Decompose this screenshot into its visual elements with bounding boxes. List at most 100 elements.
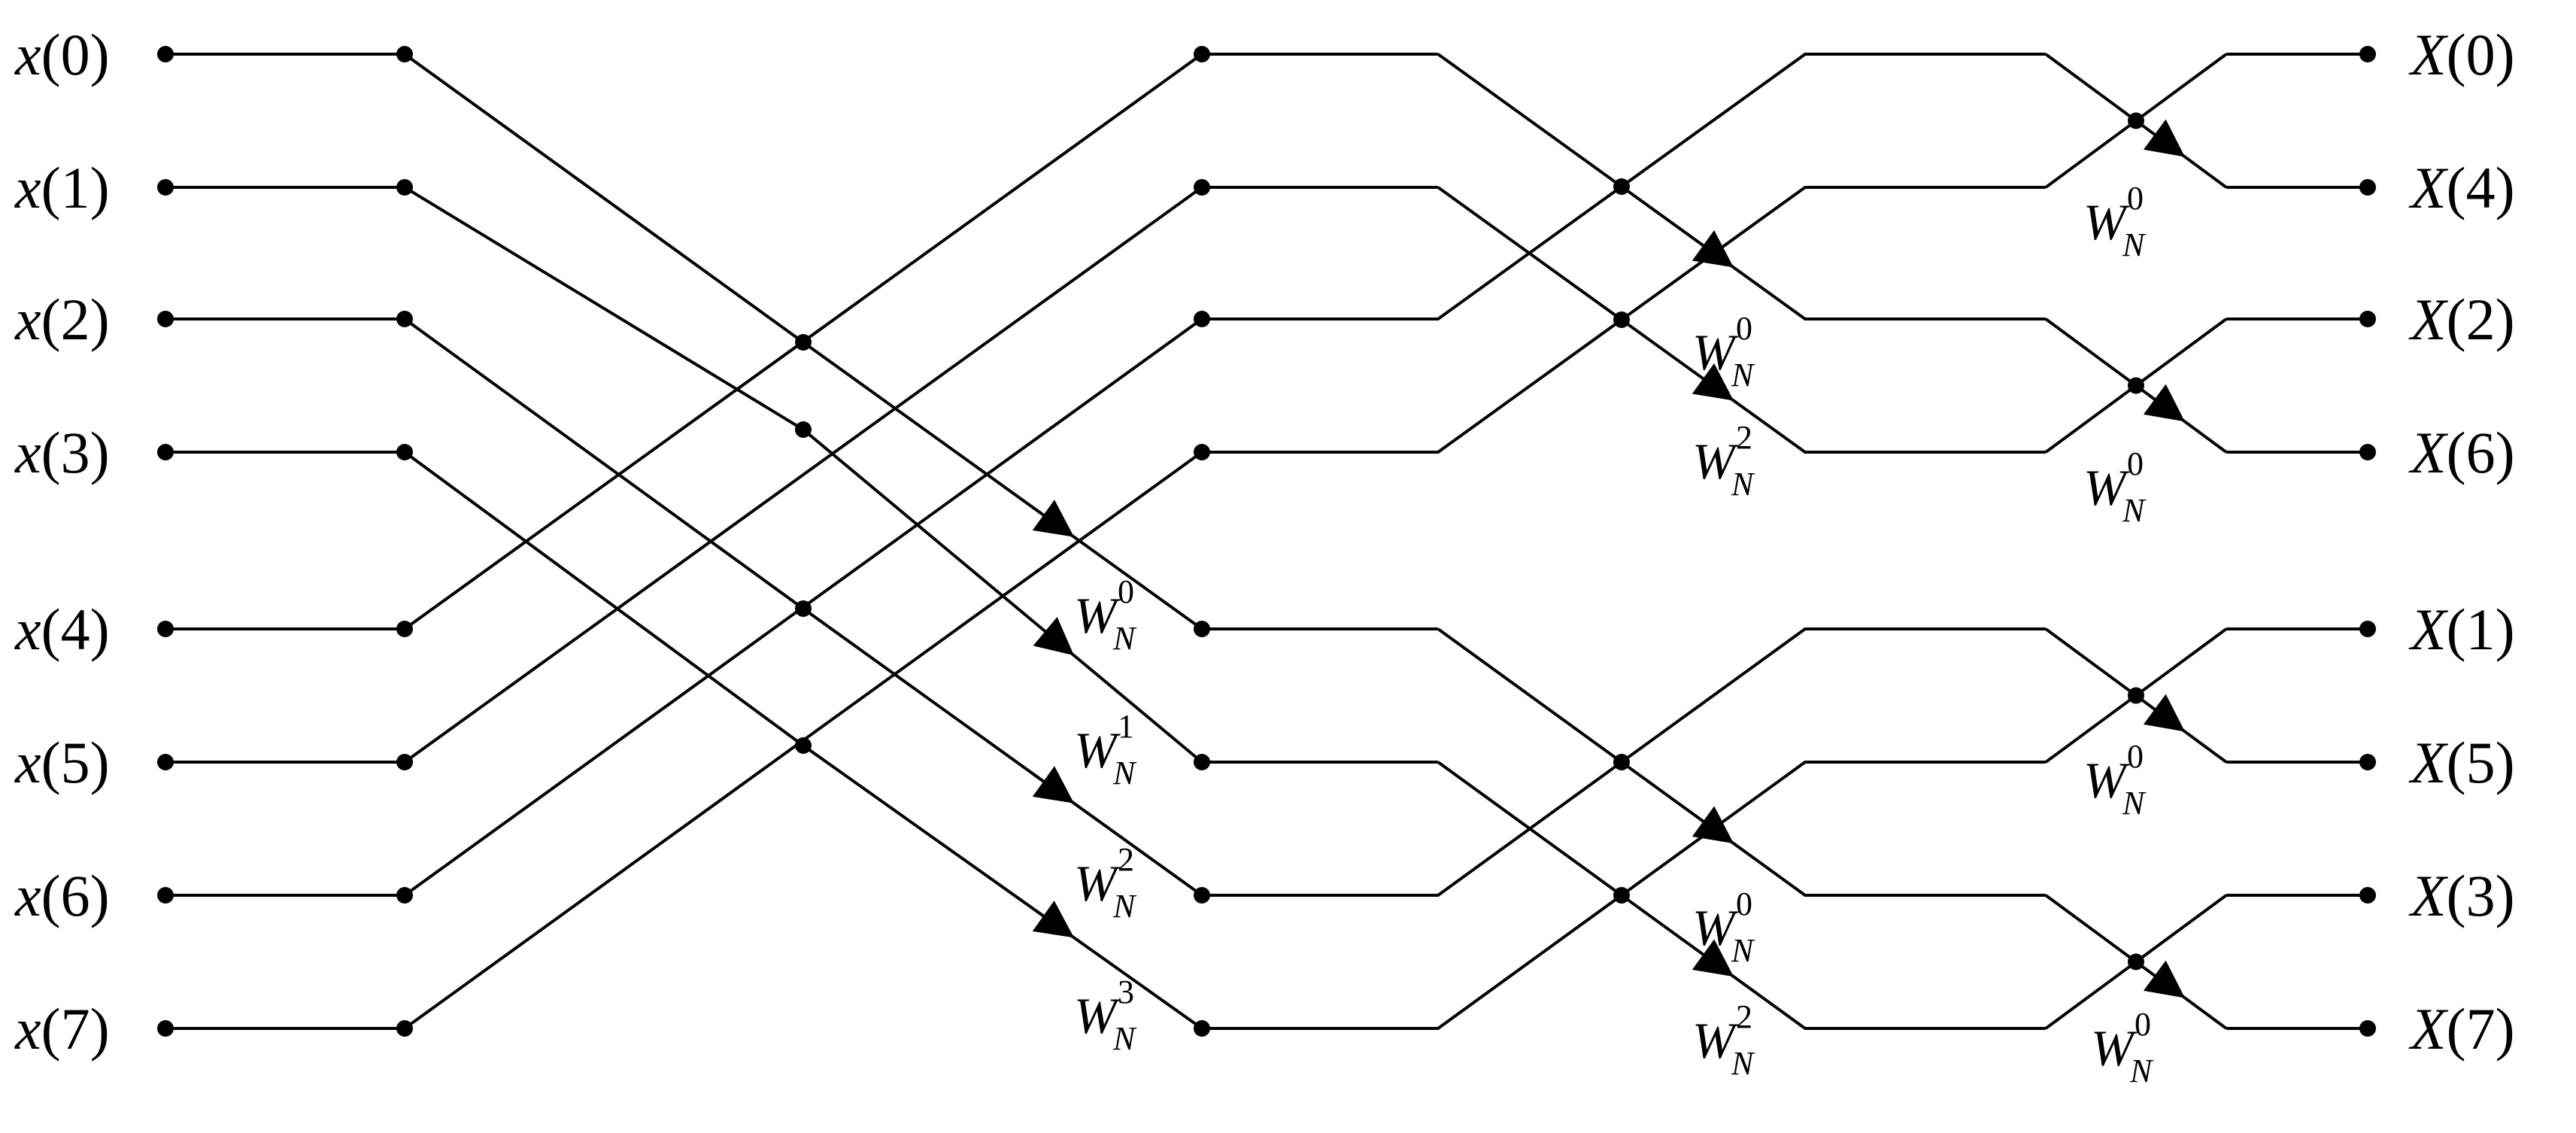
output-label: X(2) [2408,287,2515,352]
input-node [157,621,174,637]
stage2-downward-line [1437,186,1623,321]
svg-text:0: 0 [1736,885,1752,922]
output-node [2359,1020,2376,1037]
stage3-twiddle-arrow [2135,384,2186,424]
stage2-downward-line [1732,975,2046,1030]
svg-text:N: N [1112,620,1137,657]
signal-nodes [157,46,2376,1037]
stage2-node [1194,887,1210,904]
svg-text:0: 0 [2127,738,2144,775]
svg-text:W: W [2083,752,2130,809]
stage1-crossing-node [795,600,812,617]
stage1-twiddle-arrow [802,341,1076,539]
stage2-node [1194,754,1210,770]
stage2-node [1194,179,1210,196]
output-label: X(3) [2408,863,2515,928]
svg-text:N: N [1112,888,1137,925]
stage3-downward-line [2044,53,2138,123]
input-label: x(3) [14,420,110,485]
svg-text:N: N [2122,785,2147,822]
stage3-downward-line [2183,420,2228,454]
svg-text:N: N [1112,755,1137,791]
svg-text:N: N [2129,1053,2154,1089]
input-label: x(1) [14,155,110,220]
stage1-downward-line [403,317,805,610]
svg-text:0: 0 [1736,310,1752,347]
stage1-node [396,887,413,904]
input-node [157,46,174,62]
stage1-twiddle-arrow [802,607,1076,805]
stage3-crossing-node [2128,953,2144,970]
stage1-node [396,621,413,637]
stage1-downward-line [1073,536,1203,630]
svg-text:W: W [1692,899,1739,956]
stage2-crossing-node [1613,178,1630,195]
svg-text:N: N [1731,1045,1755,1082]
stage1-downward-line [1073,802,1203,897]
stage2-downward-line [1437,627,1623,764]
stage3-downward-line [2183,155,2228,189]
stage2-downward-line [1437,761,1623,897]
stage3-twiddle-arrow [2135,694,2186,734]
svg-text:W: W [1074,721,1121,779]
io-labels: x(0)x(1)x(2)x(3)x(4)x(5)x(6)x(7)X(0)X(4)… [14,22,2515,1062]
stage1-crossing-node [795,737,812,754]
signal-flow-lines [165,53,2368,1030]
stage2-node [1194,1020,1210,1037]
output-node [2359,887,2376,904]
svg-text:N: N [1731,357,1755,393]
output-node [2359,179,2376,196]
stage1-twiddle-arrow [802,744,1076,940]
input-node [157,179,174,196]
input-label: x(2) [14,287,110,352]
stage1-node [396,179,413,196]
svg-text:W: W [2083,193,2130,251]
stage2-downward-line [1732,266,2046,320]
stage1-node [396,1020,413,1037]
stage3-downward-line [2183,996,2228,1030]
svg-text:W: W [1692,323,1739,381]
output-label: X(4) [2408,155,2515,220]
stage2-twiddle-arrow [1620,894,1735,978]
stage3-crossing-node [2128,112,2144,129]
svg-text:N: N [1731,932,1755,969]
svg-text:3: 3 [1118,974,1134,1010]
stage2-node [1194,621,1210,637]
stage1-downward-line [403,451,805,747]
stage2-crossing-node [1613,887,1630,904]
svg-text:2: 2 [1736,998,1752,1035]
svg-text:0: 0 [2127,445,2144,482]
svg-text:0: 0 [1118,573,1134,610]
stage1-crossing-node [795,421,812,438]
output-label: X(6) [2408,420,2515,485]
stage1-node [396,311,413,327]
stage3-crossing-node [2128,687,2144,704]
input-label: x(5) [14,730,110,795]
stage2-twiddle-arrow [1620,761,1735,845]
stage2-downward-line [1732,842,2046,897]
svg-text:W: W [2083,459,2130,516]
output-node [2359,46,2376,62]
output-label: X(0) [2408,22,2515,87]
svg-text:2: 2 [1736,419,1752,456]
stage3-downward-line [2044,627,2138,697]
input-label: x(0) [14,22,110,87]
stage3-crossing-node [2128,377,2144,394]
stage1-node [396,444,413,460]
stage2-twiddle-arrow [1620,318,1735,402]
output-node [2359,444,2376,460]
output-label: X(7) [2408,996,2515,1062]
svg-text:N: N [2122,492,2147,529]
svg-text:N: N [2122,226,2147,263]
svg-text:0: 0 [2135,1006,2151,1043]
stage1-downward-line [1073,654,1203,764]
stage1-downward-line [1073,936,1203,1030]
